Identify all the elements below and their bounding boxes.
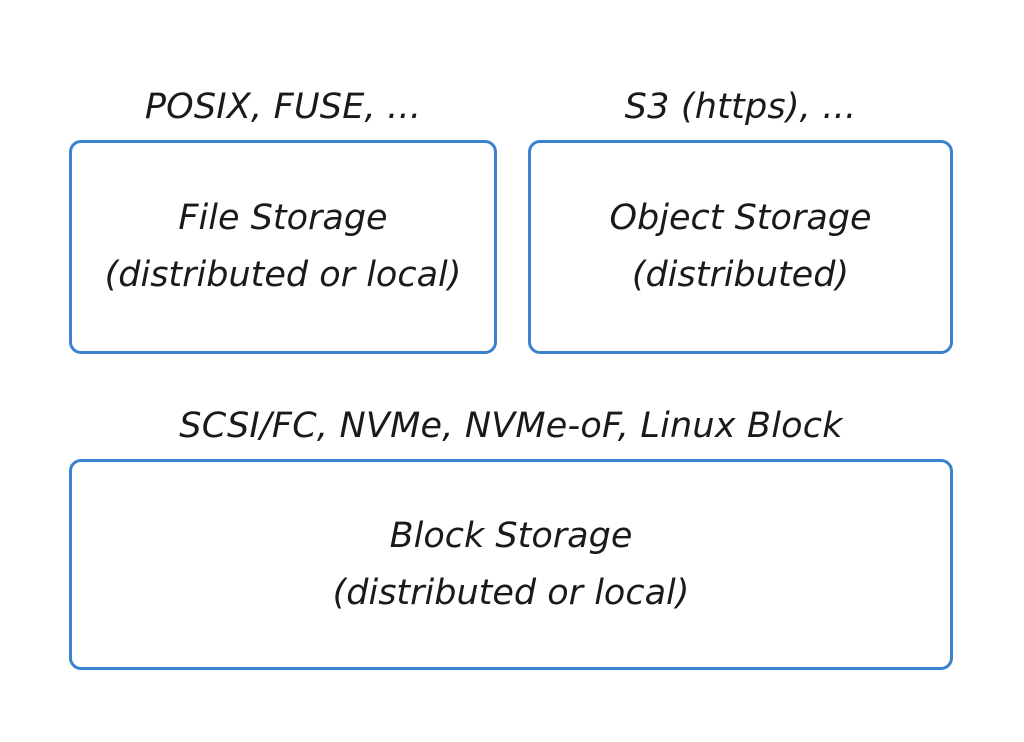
block-storage-subtitle: (distributed or local) (332, 572, 690, 613)
object-storage-protocols-label: S3 (https), ... (624, 87, 857, 127)
block-storage-protocols-label: SCSI/FC, NVMe, NVMe-oF, Linux Block (179, 406, 843, 446)
block-storage-box: Block Storage (distributed or local) (69, 459, 953, 670)
object-storage-title: Object Storage (609, 198, 872, 238)
file-storage-subtitle: (distributed or local) (104, 255, 462, 295)
object-storage-subtitle: (distributed) (631, 255, 850, 295)
file-storage-box: File Storage (distributed or local) (69, 140, 497, 354)
file-storage-protocols-label: POSIX, FUSE, ... (144, 87, 422, 127)
block-storage-title: Block Storage (389, 515, 633, 556)
file-storage-title: File Storage (178, 198, 388, 238)
object-storage-box: Object Storage (distributed) (528, 140, 953, 354)
